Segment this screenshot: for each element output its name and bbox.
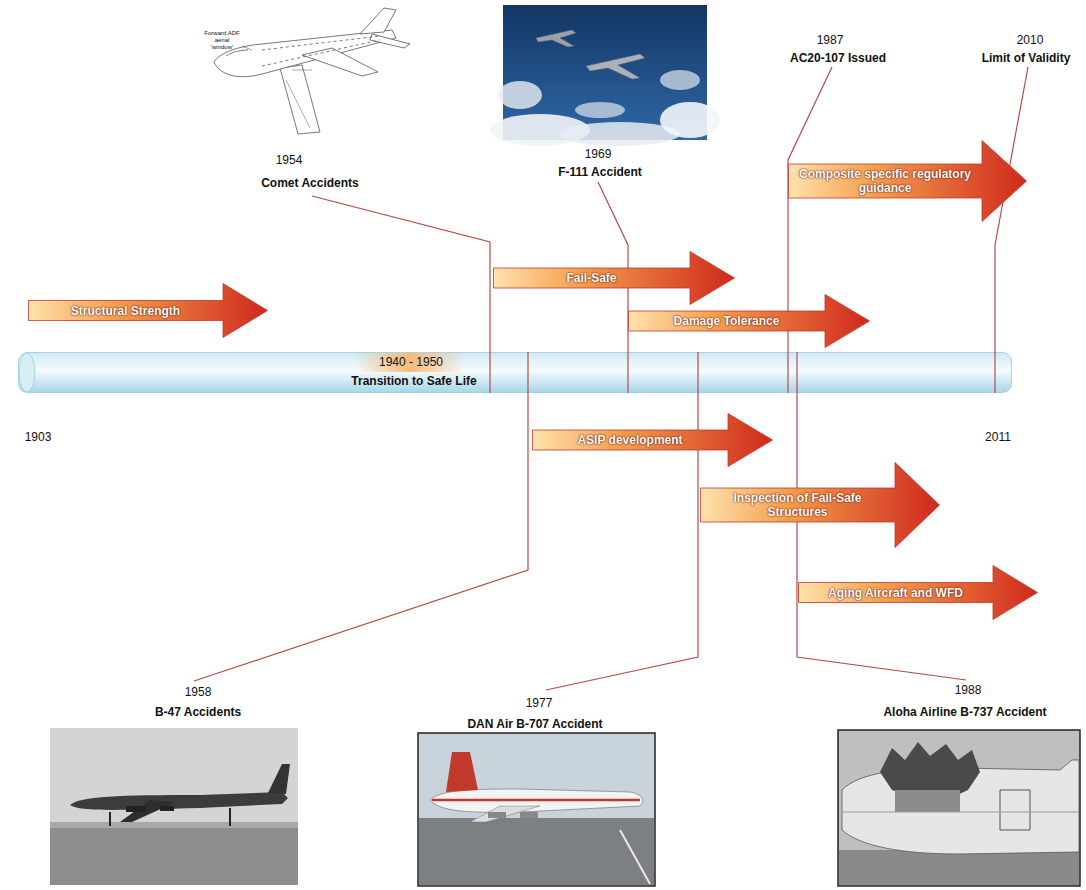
f111-photo [490,5,720,146]
year-label: 2010 [1017,33,1044,47]
timeline-band: 1940 - 1950Transition to Safe Life [18,352,1012,393]
arrow-label: ASIP development [536,433,724,447]
arrow-outline [799,566,1038,620]
timeline-arrow: Composite specific regulatory guidance [788,140,1027,222]
arrow-label: Inspection of Fail-Safe Structures [704,491,891,519]
year-label: 2011 [985,430,1011,444]
aloha-photo [838,730,1080,886]
callout-note: Forward ADF aerial 'window' [203,30,241,51]
event-label: DAN Air B-707 Accident [467,717,602,731]
b47-photo [50,728,298,885]
comet-drawing [214,8,410,134]
arrow-outline [701,463,940,548]
year-label: 1988 [955,683,982,697]
timeline-bar [18,352,1012,393]
event-label: F-111 Accident [558,165,642,179]
arrow-label: Damage Tolerance [632,314,821,328]
event-label: Aloha Airline B-737 Accident [883,705,1046,719]
arrow-label: Structural Strength [32,304,219,318]
event-label: B-47 Accidents [155,705,241,719]
dan-air-photo [418,733,655,886]
timeline-arrow: Damage Tolerance [628,294,870,348]
year-label: 1987 [817,33,844,47]
arrow-outline [533,414,773,467]
year-label: 1969 [585,147,612,161]
band-label: 1940 - 1950 [379,355,443,369]
arrow-label: Aging Aircraft and WFD [802,586,989,600]
timeline-arrow: Structural Strength [28,283,268,338]
year-label: 1954 [276,153,303,167]
timeline-arrow: ASIP development [532,413,773,467]
band-label: Transition to Safe Life [351,374,476,388]
year-label: 1903 [25,430,52,444]
event-label: Limit of Validity [982,51,1071,65]
timeline-arrow: Aging Aircraft and WFD [798,565,1038,620]
arrow-outline [789,141,1027,222]
year-label: 1958 [185,685,212,699]
timeline-arrow: Fail-Safe [493,251,735,305]
arrow-label: Fail-Safe [497,271,686,285]
event-label: AC20-107 Issued [790,51,886,65]
arrow-outline [29,284,268,338]
year-label: 1977 [526,696,553,710]
arrow-outline [494,252,735,305]
arrow-outline [629,295,870,348]
event-label: Comet Accidents [261,176,359,190]
timeline-arrow: Inspection of Fail-Safe Structures [700,462,940,548]
arrow-label: Composite specific regulatory guidance [792,167,978,195]
